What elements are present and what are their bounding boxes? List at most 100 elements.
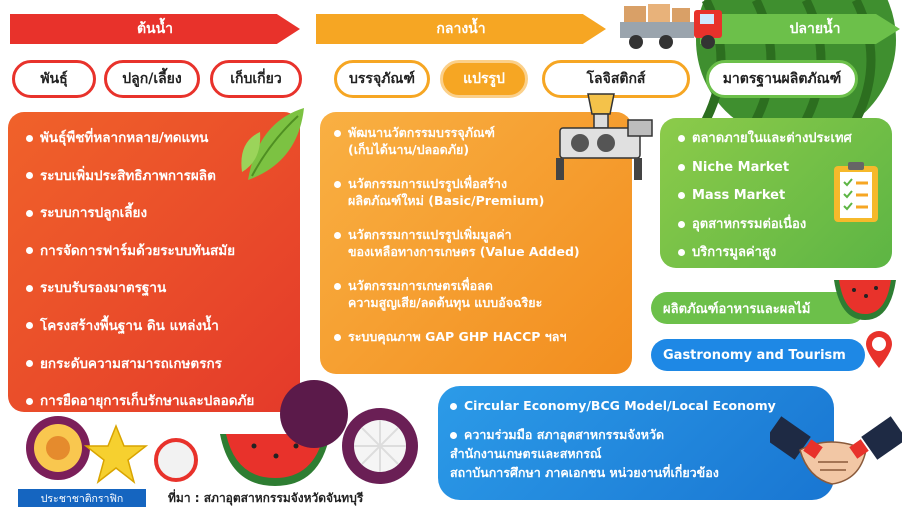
source-text: ที่มา : สภาอุตสาหกรรมจังหวัดจันทบุรี [168,491,364,505]
pill-planting-label: ปลูก/เลี้ยง [122,71,182,87]
list-item: ความร่วมมือ สภาอุตสาหกรรมจังหวัด [450,425,834,444]
list-item: นวัตกรรมการเกษตรเพื่อลดความสูญเสีย/ลดต้น… [334,277,632,311]
pill-logistics: โลจิสติกส์ [542,60,690,98]
pill-variety: พันธุ์ [12,60,96,98]
pill-standard-label: มาตรฐานผลิตภัณฑ์ [722,71,842,87]
collaboration-list: Circular Economy/BCG Model/Local Economy… [438,386,834,482]
pill-logistics-label: โลจิสติกส์ [586,71,646,87]
bullet-icon [26,134,33,142]
pill-packaging: บรรจุภัณฑ์ [334,60,430,98]
leaf-icon [241,108,304,180]
bullet-icon [334,334,341,341]
list-item-text: ตลาดภายในและต่างประเทศ [692,131,852,146]
bullet-icon [678,192,685,199]
stage-upstream-arrow: ต้นน้ำ [10,14,300,44]
list-item-text: (เก็บได้นาน/ปลอดภัย) [348,142,470,157]
stage-downstream-arrow: ปลายน้ำ [700,14,900,44]
gastronomy-box: Gastronomy and Tourism [651,339,865,371]
list-item: นวัตกรรมการแปรรูปเพื่อสร้างผลิตภัณฑ์ใหม่… [334,175,632,209]
list-item-text: ของเหลือทางการเกษตร (Value Added) [348,244,580,259]
list-item-text: บริการมูลค่าสูง [692,245,777,260]
pin-icon [866,331,892,368]
pill-processing: แปรรูป [440,60,528,98]
pill-planting: ปลูก/เลี้ยง [104,60,200,98]
list-item: โครงสร้างพื้นฐาน ดิน แหล่งน้ำ [26,314,300,352]
bullet-icon [334,130,341,137]
list-item-text: ระบบเพิ่มประสิทธิภาพการผลิต [40,167,216,184]
list-item-text: ระบบการปลูกเลี้ยง [40,205,148,222]
stage-upstream-label: ต้นน้ำ [136,21,174,37]
list-item-text: อุตสาหกรรมต่อเนื่อง [692,216,807,232]
list-item: ยกระดับความสามารถเกษตรกร [26,352,300,390]
midstream-list: พัฒนานวัตกรรมบรรจุภัณฑ์ (เก็บได้นาน/ปลอดภ… [320,112,632,345]
list-item-continued: สถาบันการศึกษา ภาคเอกชน หน่วยงานที่เกี่ย… [450,463,834,482]
list-item-text: นวัตกรรมการเกษตรเพื่อลด [348,278,493,293]
list-item: ตลาดภายในและต่างประเทศ [678,128,892,157]
list-item-text: โครงสร้างพื้นฐาน ดิน แหล่งน้ำ [40,317,219,334]
stage-midstream-arrow: กลางน้ำ [316,14,606,44]
list-item-text: การยืดอายุการเก็บรักษาและปลอดภัย [40,393,255,410]
bullet-icon [678,135,685,142]
list-item-text: ระบบรับรองมาตรฐาน [40,280,167,297]
bullet-icon [26,209,33,217]
list-item-continued: สำนักงานเกษตรและสหกรณ์ [450,444,834,463]
bullet-icon [334,283,341,290]
gastronomy-label: Gastronomy and Tourism [663,347,846,363]
list-item: Niche Market [678,157,892,186]
pill-packaging-label: บรรจุภัณฑ์ [349,71,415,87]
list-item: Mass Market [678,185,892,214]
list-item: ระบบคุณภาพ GAP GHP HACCP ฯลฯ [334,328,632,345]
list-item-text: Mass Market [692,188,786,203]
list-item-text: ความสูญเสีย/ลดต้นทุน แบบอัจฉริยะ [348,295,543,310]
bullet-icon [26,172,33,180]
food-products-box: ผลิตภัณฑ์อาหารและผลไม้ [651,292,865,324]
list-item-text: ระบบคุณภาพ GAP GHP HACCP ฯลฯ [348,329,567,344]
list-item: ระบบการปลูกเลี้ยง [26,201,300,239]
fruit-icon [26,380,418,486]
bullet-icon [334,181,341,188]
bullet-icon [26,322,33,330]
list-item: ระบบรับรองมาตรฐาน [26,276,300,314]
pill-processing-label: แปรรูป [463,71,505,87]
bullet-icon [26,360,33,368]
bullet-icon [26,247,33,255]
bullet-icon [450,403,457,410]
upstream-list: พันธุ์พืชที่หลากหลาย/ทดแทนระบบเพิ่มประสิ… [8,112,300,427]
list-item: นวัตกรรมการแปรรูปเพิ่มมูลค่าของเหลือทางก… [334,226,632,260]
clipboard-icon [834,162,878,222]
machine-icon [556,93,653,180]
list-item: บริการมูลค่าสูง [678,242,892,271]
pill-harvest: เก็บเกี่ยว [210,60,302,98]
pill-variety-label: พันธุ์ [40,71,68,87]
list-item-text: พัฒนานวัตกรรมบรรจุภัณฑ์ [348,125,495,140]
stage-downstream-label: ปลายน้ำ [789,21,841,37]
list-item-text: ยกระดับความสามารถเกษตรกร [40,355,222,372]
list-item-text: สถาบันการศึกษา ภาคเอกชน หน่วยงานที่เกี่ย… [450,465,719,480]
list-item-text: พันธุ์พืชที่หลากหลาย/ทดแทน [40,130,209,146]
list-item-text: การจัดการฟาร์มด้วยระบบทันสมัย [40,242,236,259]
watermelon-icon [834,280,896,320]
bullet-icon [334,232,341,239]
bullet-icon [450,432,457,439]
midstream-panel: พัฒนานวัตกรรมบรรจุภัณฑ์ (เก็บได้นาน/ปลอดภ… [320,112,632,374]
list-item: ระบบเพิ่มประสิทธิภาพการผลิต [26,164,300,202]
list-item-text: นวัตกรรมการแปรรูปเพื่อสร้าง [348,176,508,191]
list-item: พันธุ์พืชที่หลากหลาย/ทดแทน [26,126,300,164]
bullet-icon [26,284,33,292]
food-products-label: ผลิตภัณฑ์อาหารและผลไม้ [663,301,811,317]
pill-standard: มาตรฐานผลิตภัณฑ์ [706,60,858,98]
list-item-text: Niche Market [692,159,790,175]
list-item: พัฒนานวัตกรรมบรรจุภัณฑ์ (เก็บได้นาน/ปลอดภ… [334,124,632,158]
truck-icon [620,4,722,49]
list-item-text: Circular Economy/BCG Model/Local Economy [464,398,776,413]
bullet-icon [678,249,685,256]
bullet-icon [678,163,685,171]
bullet-icon [26,397,33,405]
stage-midstream-label: กลางน้ำ [436,21,486,37]
handshake-icon [770,416,902,485]
collaboration-panel: Circular Economy/BCG Model/Local Economy… [438,386,834,500]
list-item: อุตสาหกรรมต่อเนื่อง [678,214,892,243]
bullet-icon [678,220,685,228]
credit-label: ประชาชาติกราฟิก [40,492,124,505]
credit-badge: ประชาชาติกราฟิก [18,489,146,507]
